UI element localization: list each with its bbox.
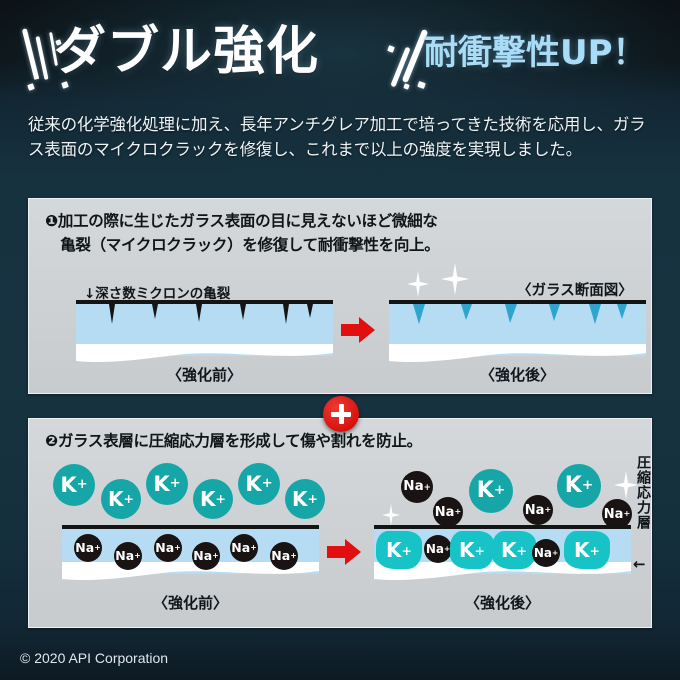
ion-na-1: Na+ — [74, 534, 102, 562]
panel1-caption-before: 〈強化前〉 — [166, 366, 242, 384]
sparkle-icon-1 — [407, 271, 429, 297]
panel1-caption-after: 〈強化後〉 — [479, 366, 555, 384]
glass-block-after-1 — [389, 300, 646, 363]
glass-bottom-wave-2 — [389, 344, 646, 363]
crack-depth-label: ↓深さ数ミクロンの亀裂 — [84, 286, 231, 302]
ion-charge-3: + — [169, 476, 181, 492]
sparkle-icon-4 — [614, 471, 638, 499]
ion-k-7: K+ — [469, 469, 513, 513]
red-arrow-icon-1 — [341, 317, 375, 343]
glass-block-before-1 — [76, 300, 333, 363]
stress-layer-arrow-icon: ← — [633, 555, 646, 573]
ion-k-embedded-2: K+ — [450, 531, 494, 569]
panel2-caption-after: 〈強化後〉 — [464, 594, 540, 612]
ion-k-embedded-1: K+ — [376, 531, 422, 569]
ion-charge-6: + — [307, 490, 318, 506]
ion-charge-5: + — [261, 476, 273, 492]
ion-k-5: K+ — [238, 463, 280, 505]
cross-section-label: 〈ガラス断面図〉 — [517, 283, 633, 299]
ion-na-embedded-1: Na+ — [424, 535, 452, 563]
ion-na-10: Na+ — [602, 499, 632, 529]
glass-bottom-wave-4 — [374, 562, 631, 581]
header-banner: ダブル強化 耐衝撃性UP！ — [0, 0, 680, 100]
sparkle-icon-2 — [441, 263, 469, 295]
ion-k-1: K+ — [53, 464, 95, 506]
glass-block-after-2: K+ Na+ K+ K+ Na+ K+ — [374, 525, 631, 581]
ion-k-2: K+ — [101, 479, 141, 519]
red-arrow-icon-2 — [327, 539, 361, 565]
page-subtitle: 耐衝撃性UP！ — [424, 33, 647, 73]
ion-na-8: Na+ — [433, 497, 463, 527]
plus-badge-icon — [323, 396, 359, 432]
sparkle-icon-3 — [382, 504, 400, 526]
ion-na-2: Na+ — [114, 542, 142, 570]
lead-paragraph: 従来の化学強化処理に加え、長年アンチグレア加工で培ってきた技術を応用し、ガラス表… — [28, 115, 646, 159]
ion-charge-4: + — [215, 490, 226, 506]
ion-na-4: Na+ — [192, 542, 220, 570]
ion-na-5: Na+ — [230, 534, 258, 562]
panel-compressive-stress: ❷ガラス表層に圧縮応力層を形成して傷や割れを防止。 K+ K+ K+ K+ K+… — [28, 418, 652, 628]
ion-k-6: K+ — [285, 479, 325, 519]
ion-k-8: K+ — [557, 464, 601, 508]
panel1-heading: ❶加工の際に生じたガラス表面の目に見えないほど微細な 亀裂（マイクロクラック）を… — [45, 209, 635, 257]
ion-na-6: Na+ — [270, 542, 298, 570]
ion-k-4: K+ — [193, 479, 233, 519]
ion-na-3: Na+ — [154, 534, 182, 562]
ion-na-7: Na+ — [401, 471, 433, 503]
panel1-heading-line1: ❶加工の際に生じたガラス表面の目に見えないほど微細な — [45, 212, 438, 230]
copyright-notice: © 2020 API Corporation — [20, 650, 169, 666]
ion-k-3: K+ — [146, 463, 188, 505]
ion-na-embedded-2: Na+ — [532, 539, 560, 567]
stress-layer-label: 圧縮応力層 — [635, 455, 651, 530]
panel2-caption-before: 〈強化前〉 — [152, 594, 228, 612]
panel2-heading: ❷ガラス表層に圧縮応力層を形成して傷や割れを防止。 — [45, 432, 422, 450]
ion-na-9: Na+ — [523, 495, 553, 525]
panel1-heading-line2: 亀裂（マイクロクラック）を修復して耐衝撃性を向上。 — [45, 236, 440, 254]
ion-charge-2: + — [123, 490, 134, 506]
ion-k-embedded-3: K+ — [492, 531, 536, 569]
ion-k-embedded-4: K+ — [564, 531, 610, 569]
panel-crack-repair: ❶加工の際に生じたガラス表面の目に見えないほど微細な 亀裂（マイクロクラック）を… — [28, 198, 652, 394]
crack-profile-icon — [76, 300, 333, 324]
ion-charge-1: + — [76, 477, 88, 493]
repaired-crack-icon — [413, 304, 627, 324]
glass-block-before-2: Na+ Na+ Na+ Na+ Na+ Na+ — [62, 525, 319, 581]
page-title: ダブル強化 — [54, 22, 320, 82]
glass-bottom-wave — [76, 344, 333, 363]
